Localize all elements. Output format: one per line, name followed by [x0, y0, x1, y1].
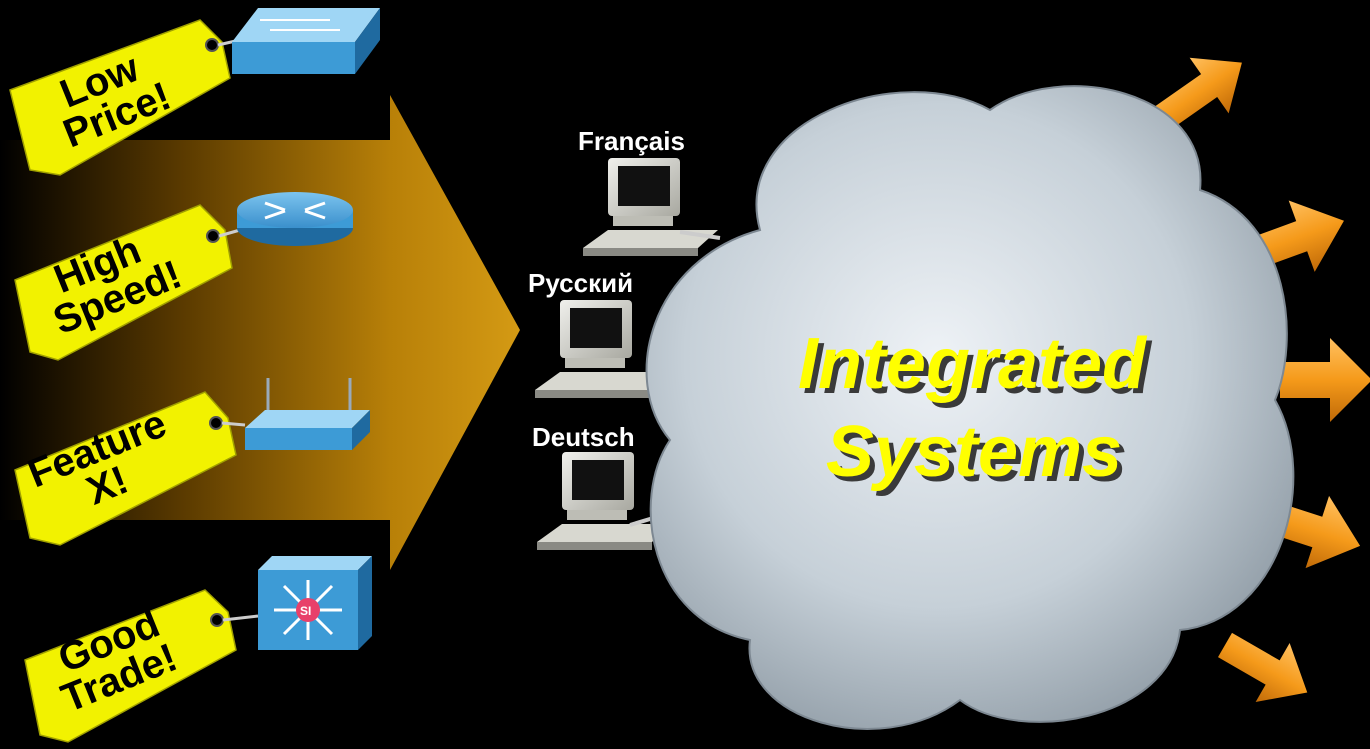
cloud-title: Integrated Integrated Systems Systems [798, 324, 1153, 497]
wireless-access-point-icon [245, 378, 370, 450]
language-francais: Français [578, 126, 721, 256]
output-arrow-icon [1280, 338, 1370, 422]
svg-text:SI: SI [300, 604, 311, 618]
language-label: Français [578, 126, 685, 156]
cloud-shape [645, 85, 1295, 730]
language-label: Русский [528, 268, 633, 298]
language-russian: Русский [528, 268, 670, 398]
tag-good-trade: Good Trade! [24, 589, 259, 743]
cloud-title-line1: Integrated [798, 324, 1148, 404]
output-arrow-icon [1151, 57, 1242, 132]
output-arrow-icon [1218, 632, 1308, 702]
router-icon [237, 192, 353, 246]
switch-icon [232, 8, 380, 74]
computer-icon [583, 158, 718, 256]
svg-text:Integrated: Integrated [803, 329, 1153, 409]
language-label: Deutsch [532, 422, 635, 452]
computer-icon [535, 300, 670, 398]
svg-text:Systems: Systems [831, 417, 1127, 497]
cloud-title-line2: Systems [826, 412, 1122, 492]
multilayer-switch-icon: SI [258, 556, 372, 650]
language-deutsch: Deutsch [532, 422, 681, 550]
computer-icon [537, 452, 672, 550]
